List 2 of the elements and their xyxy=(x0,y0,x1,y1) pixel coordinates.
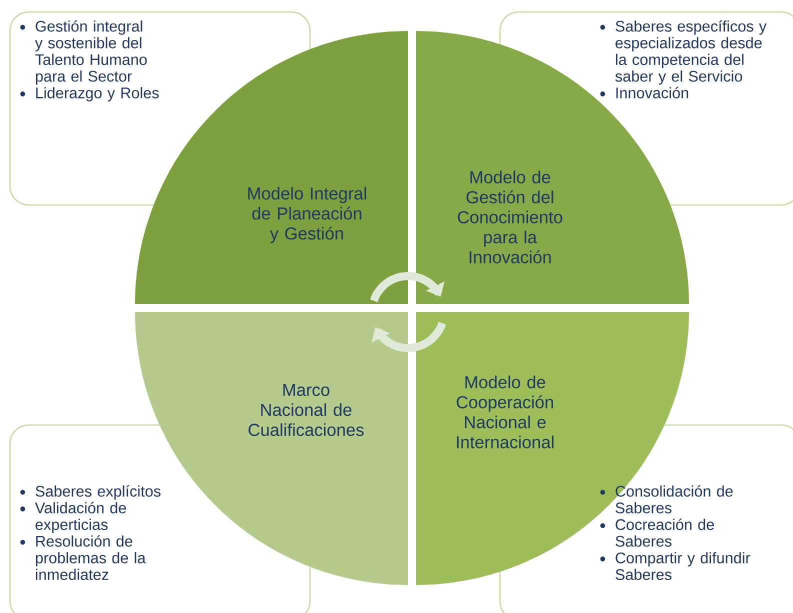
node-label: Innovación xyxy=(616,86,688,98)
node-label: Validación de experticias xyxy=(35,502,126,534)
